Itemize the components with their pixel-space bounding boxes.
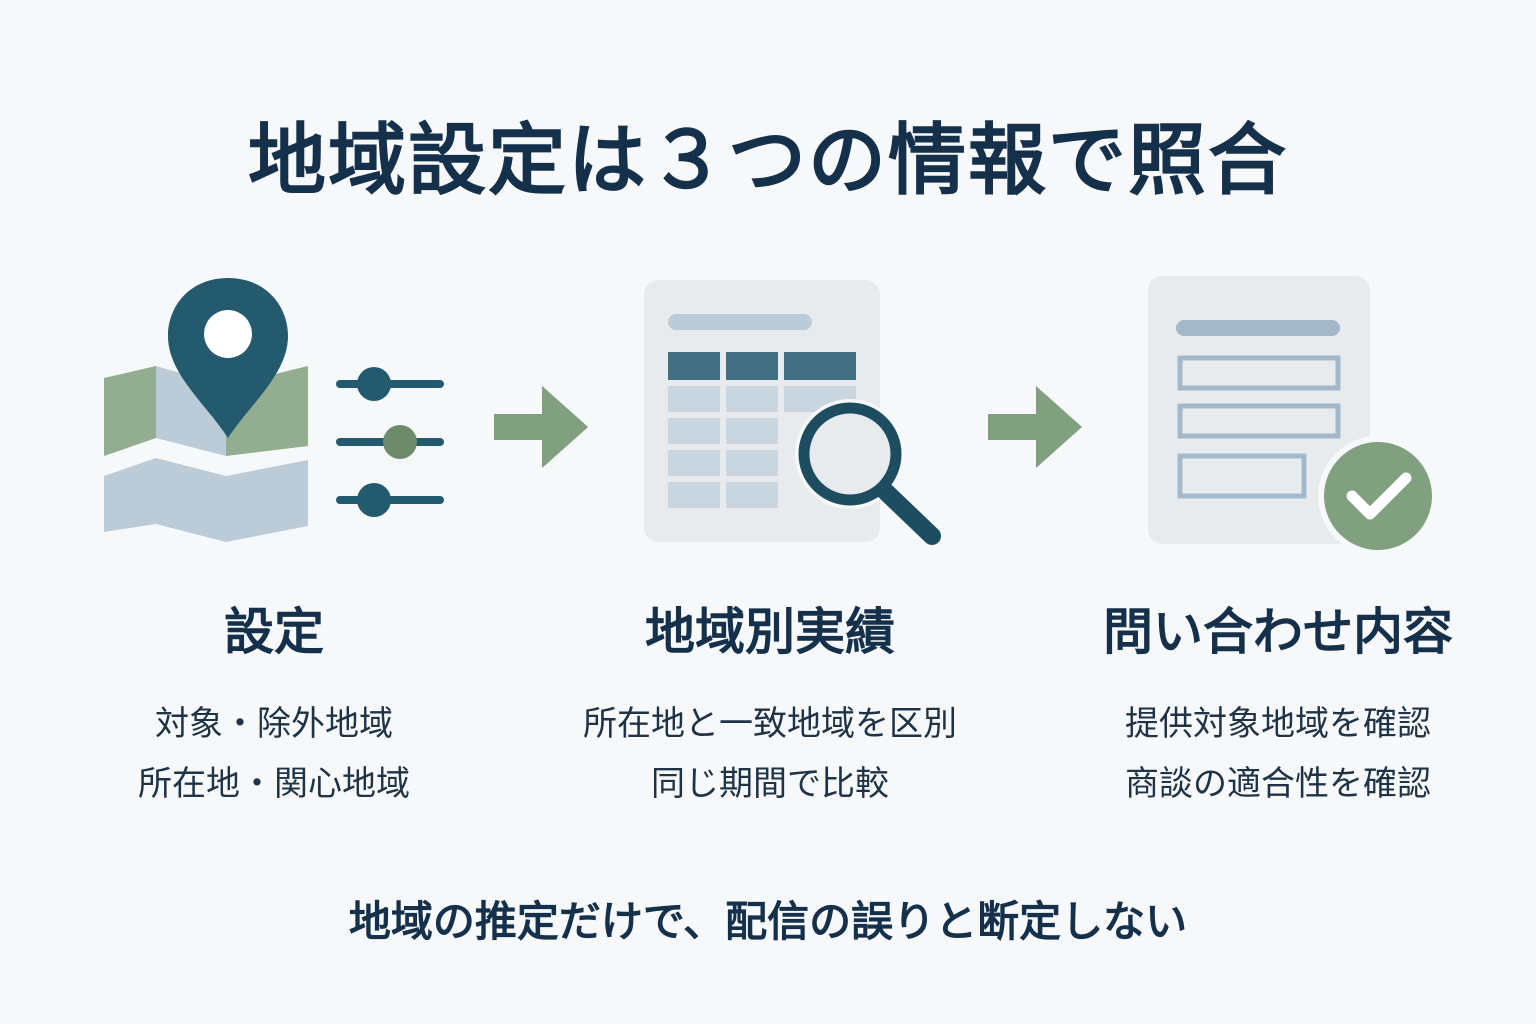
map-pin-icon — [104, 278, 308, 542]
step-line: 同じ期間で比較 — [651, 764, 889, 804]
step-line: 提供対象地域を確認 — [1125, 704, 1431, 744]
footer-note: 地域の推定だけで、配信の誤りと断定しない — [348, 897, 1188, 946]
form-document-icon — [1148, 276, 1370, 544]
checkmark-icon — [1318, 436, 1438, 556]
step-line: 対象・除外地域 — [155, 704, 393, 744]
step-line: 所在地・関心地域 — [138, 764, 410, 804]
step-title-inquiries: 問い合わせ内容 — [1103, 603, 1453, 661]
magnifier-icon — [795, 399, 941, 545]
page-title: 地域設定は３つの情報で照合 — [247, 116, 1288, 206]
sliders-icon — [336, 367, 444, 517]
arrow-right-icon — [988, 386, 1082, 468]
step-line: 商談の適合性を確認 — [1125, 764, 1431, 804]
step-title-regional-results: 地域別実績 — [645, 603, 895, 661]
arrow-right-icon — [494, 386, 588, 468]
step-title-settings: 設定 — [224, 603, 324, 661]
step-line: 所在地と一致地域を区別 — [583, 704, 957, 744]
